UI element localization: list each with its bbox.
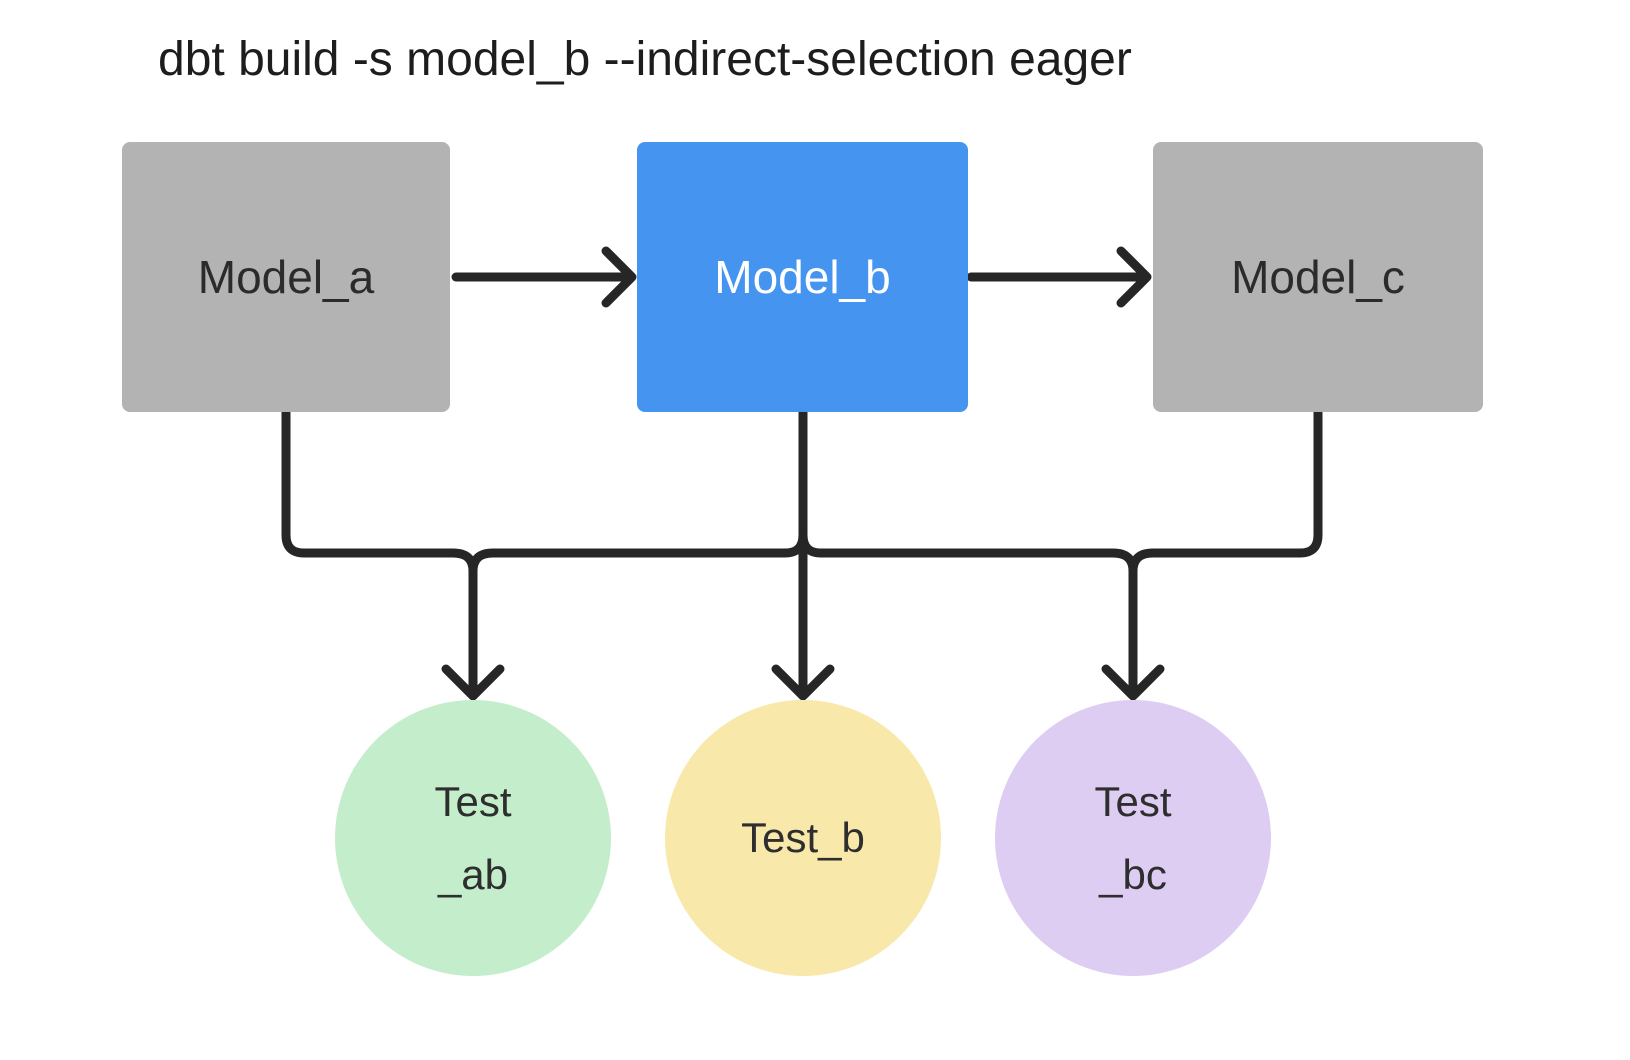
node-label-line: Test_b (741, 814, 865, 862)
edge-model-c-to-test-bc (1128, 407, 1323, 576)
arrow-head (1116, 246, 1152, 308)
diagram-title: dbt build -s model_b --indirect-selectio… (158, 33, 1132, 86)
edge-model-b-to-model-c (966, 246, 1152, 308)
node-label-line: _bc (1099, 851, 1167, 898)
edge-line (281, 407, 478, 576)
edge-model-a-to-test-ab (281, 407, 478, 576)
edge-model-b-to-test-bc (798, 530, 1138, 576)
arrow-into-test-bc (1101, 566, 1165, 701)
node-label: Model_a (197, 251, 375, 303)
node-label-line: Test (434, 777, 512, 825)
arrow-into-test-ab (441, 566, 505, 701)
edge-line (468, 530, 808, 576)
node-test-b: Test_b (665, 700, 941, 976)
node-model-c: Model_c (1153, 142, 1483, 412)
node-label-line: _ab (437, 851, 509, 898)
node-test-bc: Test _bc (995, 700, 1271, 976)
edge-line (1128, 407, 1323, 576)
node-label-line: Test (1094, 777, 1172, 825)
arrow-head (1101, 664, 1165, 701)
node-model-a: Model_a (122, 142, 450, 412)
node-test-ab: Test _ab (335, 700, 611, 976)
arrow-head (441, 664, 505, 701)
edge-model-b-to-test-ab (468, 530, 808, 576)
edge-line (798, 530, 1138, 576)
node-model-b: Model_b (637, 142, 968, 412)
arrow-head (601, 246, 637, 308)
node-label: Model_b (714, 251, 891, 303)
edge-model-b-to-test-b (771, 407, 835, 701)
arrow-head (771, 664, 835, 701)
node-label: Model_c (1231, 251, 1405, 303)
edge-model-a-to-model-b (451, 246, 637, 308)
